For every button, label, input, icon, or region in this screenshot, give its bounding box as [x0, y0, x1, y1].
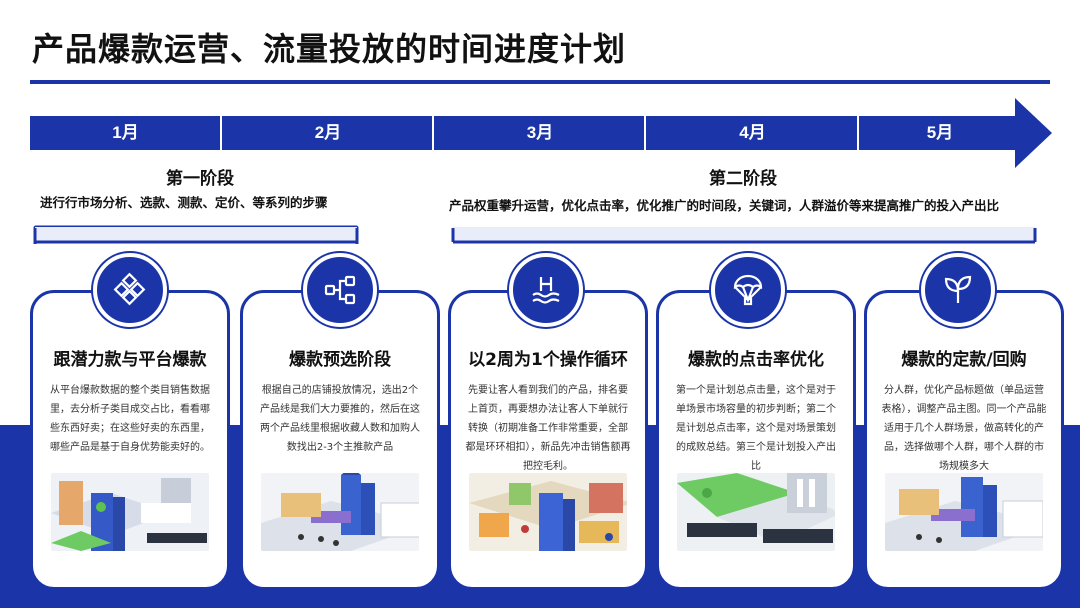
- city-illustration: [469, 473, 627, 551]
- card-4-title: 爆款的点击率优化: [688, 350, 824, 370]
- phase-2-desc: 产品权重攀升运营，优化点击率，优化推广的时间段，关键词，人群溢价等来提高推广的投…: [449, 198, 1000, 213]
- card-5-title: 爆款的定款/回购: [901, 350, 1027, 370]
- card-4: 爆款的点击率优化 第一个是计划总点击量，这个是对于单场景市场容量的初步判断；第二…: [656, 290, 856, 590]
- city-illustration: [885, 473, 1043, 551]
- phase-1-title: 第一阶段: [166, 169, 234, 189]
- timeline-month-1: 1月: [112, 123, 139, 142]
- city-illustration: [261, 473, 419, 551]
- phase-2-bracket: [451, 227, 1037, 244]
- title-divider: [30, 80, 1050, 84]
- card-2: 爆款预选阶段 根据自己的店铺投放情况，选出2个产品线是我们大力要推的，然后在这两…: [240, 290, 440, 590]
- page-title: 产品爆款运营、流量投放的时间进度计划: [32, 30, 627, 68]
- card-5-body: 分人群，优化产品标题做（单品运营表格），调整产品主图。同一个产品能适用于几个人群…: [881, 385, 1047, 472]
- phase-2-title: 第二阶段: [709, 169, 777, 189]
- parachute-icon: [711, 253, 785, 327]
- card-1-title: 跟潜力款与平台爆款: [53, 350, 207, 370]
- card-1: 跟潜力款与平台爆款 从平台爆款数据的整个类目销售数据里，去分析子类目成交占比，看…: [30, 290, 230, 590]
- timeline-month-4: 4月: [739, 123, 766, 142]
- card-3-body: 先要让客人看到我们的产品，排名要上首页，再要想办法让客人下单就行转换（初期准备工…: [465, 385, 631, 472]
- timeline-month-5: 5月: [926, 123, 954, 142]
- city-illustration: [51, 473, 209, 551]
- sprout-icon: [921, 253, 995, 327]
- card-3-title: 以2周为1个操作循环: [468, 350, 628, 370]
- card-3: 以2周为1个操作循环 先要让客人看到我们的产品，排名要上首页，再要想办法让客人下…: [448, 290, 648, 590]
- timeline-month-2: 2月: [314, 123, 342, 142]
- card-1-body: 从平台爆款数据的整个类目销售数据里，去分析子类目成交占比，看看哪些东西好卖；在这…: [50, 385, 210, 453]
- card-4-body: 第一个是计划总点击量，这个是对于单场景市场容量的初步判断；第二个是计划总点击率，…: [676, 385, 836, 472]
- hierarchy-icon: [303, 253, 377, 327]
- phase-1-bracket: [33, 225, 359, 244]
- city-illustration: [677, 473, 835, 551]
- card-2-body: 根据自己的店铺投放情况，选出2个产品线是我们大力要推的，然后在这两个产品线里根据…: [260, 385, 420, 453]
- card-2-title: 爆款预选阶段: [289, 350, 391, 370]
- pool-icon: [509, 253, 583, 327]
- timeline-month-3: 3月: [526, 123, 554, 142]
- phase-1-desc: 进行行市场分析、选款、测款、定价、等系列的步骤: [40, 195, 328, 210]
- card-5: 爆款的定款/回购 分人群，优化产品标题做（单品运营表格），调整产品主图。同一个产…: [864, 290, 1064, 590]
- network-icon: [93, 253, 167, 327]
- timeline-arrow: 1月 2月 3月 4月 5月: [30, 98, 1052, 168]
